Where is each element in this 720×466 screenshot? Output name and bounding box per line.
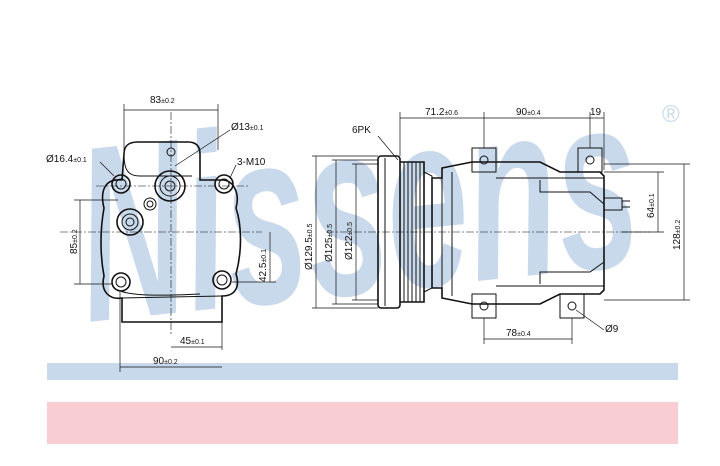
mount-ear-top-left <box>111 174 131 194</box>
pulley-dia-122: Ø122 <box>344 235 355 260</box>
mount-ear-bottom-left <box>111 272 131 292</box>
front-body-outline <box>100 141 242 323</box>
svg-text:83±0.2: 83±0.2 <box>150 95 175 106</box>
svg-text:90±0.4: 90±0.4 <box>516 107 541 118</box>
front-height-85: 85 <box>69 242 80 254</box>
side-offset-71-2: 71.2 <box>425 107 445 118</box>
svg-text:Ø16.4±0.1: Ø16.4±0.1 <box>46 154 87 165</box>
side-view: 6PK 71.2±0.6 90±0.4 19 Ø129.5±0.5 Ø125±0… <box>304 107 690 344</box>
pink-footer-band <box>47 402 678 444</box>
side-end-19: 19 <box>590 107 602 118</box>
side-height-128: 128 <box>672 233 683 250</box>
front-width-45: 45 <box>180 336 192 347</box>
svg-text:85±0.2: 85±0.2 <box>69 229 80 254</box>
svg-text:71.2±0.6: 71.2±0.6 <box>425 107 458 118</box>
svg-text:90±0.2: 90±0.2 <box>153 356 178 367</box>
pulley-grooves-label: 6PK <box>352 125 371 136</box>
port-dia: Ø16.4 <box>46 154 74 165</box>
side-span-78: 78 <box>506 328 518 339</box>
svg-text:Ø129.5±0.5: Ø129.5±0.5 <box>304 224 315 270</box>
thread-spec: 3-M10 <box>237 157 266 168</box>
hole-dia-9: Ø9 <box>605 324 619 335</box>
side-span-90: 90 <box>516 107 528 118</box>
mount-ear-bottom-right <box>212 270 232 290</box>
bolt-hole-dia: Ø13 <box>231 122 250 133</box>
svg-text:128±0.2: 128±0.2 <box>672 220 683 250</box>
svg-text:Ø125±0.5: Ø125±0.5 <box>324 224 335 262</box>
front-height-42-5: 42.5 <box>258 262 269 282</box>
svg-text:64±0.1: 64±0.1 <box>646 193 657 218</box>
pulley-dia-129-5: Ø129.5 <box>304 237 315 270</box>
side-height-64: 64 <box>646 206 657 218</box>
pulley-dia-125: Ø125 <box>324 237 335 262</box>
svg-text:42.5±0.1: 42.5±0.1 <box>258 249 269 282</box>
front-width-90: 90 <box>153 356 165 367</box>
mount-ear-top-right <box>214 174 234 194</box>
svg-text:Ø13±0.1: Ø13±0.1 <box>231 122 264 133</box>
front-width-83: 83 <box>150 95 162 106</box>
registered-mark: ® <box>662 101 680 128</box>
front-view: 83±0.2 Ø13±0.1 Ø16.4±0.1 3-M10 85±0.2 42… <box>46 95 276 372</box>
rear-fitting <box>603 197 623 211</box>
compressor-body <box>431 161 605 305</box>
discharge-port <box>116 208 144 236</box>
svg-text:45±0.1: 45±0.1 <box>180 336 205 347</box>
svg-text:Ø122±0.5: Ø122±0.5 <box>344 222 355 260</box>
svg-text:78±0.4: 78±0.4 <box>506 328 531 339</box>
watermark-text: Nissens <box>64 39 650 375</box>
